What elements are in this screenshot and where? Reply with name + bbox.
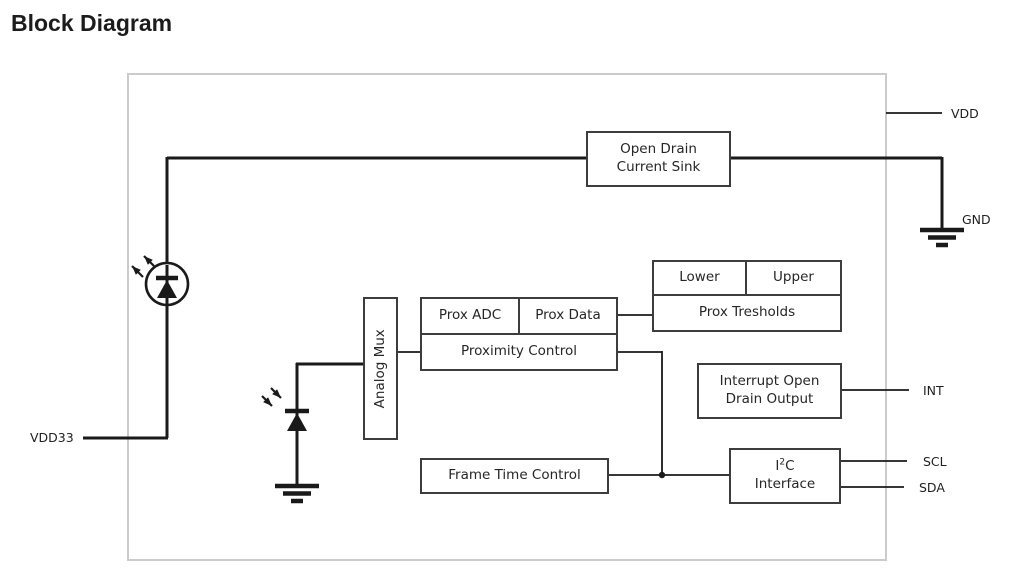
- block-label: Prox Tresholds: [698, 304, 796, 321]
- block-label: Proximity Control: [460, 343, 577, 360]
- block-label: I2C: [775, 457, 795, 475]
- block-label: Frame Time Control: [448, 467, 581, 484]
- block-analog-mux: Analog Mux: [363, 297, 398, 440]
- pin-label-sda: SDA: [919, 480, 945, 495]
- block-open-drain-current-sink: Open Drain Current Sink: [586, 131, 731, 187]
- pin-label-scl: SCL: [923, 454, 947, 469]
- block-upper-threshold: Upper: [745, 260, 842, 296]
- ground-icon: [920, 227, 964, 248]
- block-frame-time-control: Frame Time Control: [420, 458, 609, 494]
- block-label: Lower: [679, 269, 720, 286]
- block-prox-data: Prox Data: [518, 297, 618, 335]
- block-proximity-control: Proximity Control: [420, 333, 618, 371]
- block-i2c-interface: I2C Interface: [729, 448, 841, 504]
- page-title: Block Diagram: [11, 10, 173, 36]
- block-label: Upper: [773, 269, 814, 286]
- pin-label-vdd33: VDD33: [30, 430, 74, 445]
- pin-label-int: INT: [923, 383, 944, 398]
- block-label: Prox Data: [535, 307, 601, 324]
- pin-label-vdd: VDD: [951, 106, 979, 121]
- block-label: Analog Mux: [371, 328, 388, 409]
- block-label: Open Drain: [620, 141, 697, 158]
- block-interrupt-open-drain-output: Interrupt Open Drain Output: [697, 363, 842, 419]
- block-label: Prox ADC: [438, 307, 502, 324]
- block-prox-thresholds: Prox Tresholds: [652, 294, 842, 332]
- block-label: Interface: [754, 476, 816, 492]
- block-label: Interrupt Open: [719, 373, 820, 390]
- pin-label-gnd: GND: [962, 212, 991, 227]
- block-label: Drain Output: [725, 391, 814, 407]
- block-prox-adc: Prox ADC: [420, 297, 520, 335]
- block-label: Current Sink: [616, 159, 701, 175]
- block-lower-threshold: Lower: [652, 260, 747, 296]
